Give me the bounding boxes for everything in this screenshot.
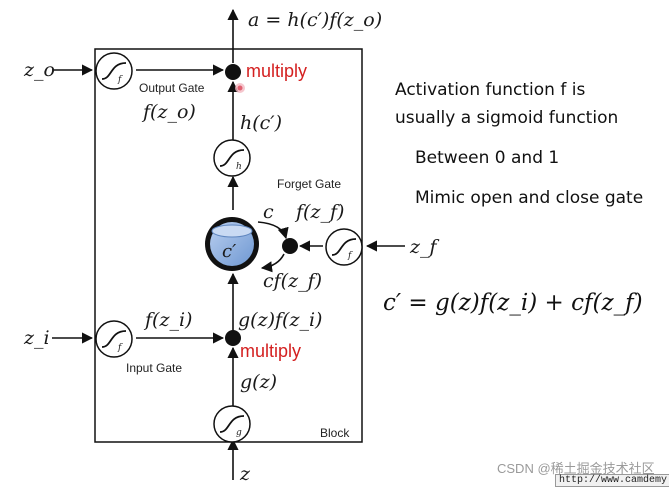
output-multiply-node [225, 64, 241, 80]
sigmoid-icon [219, 149, 245, 167]
url-watermark: http://www.camdemy.com [555, 474, 669, 487]
g-activation: g [213, 405, 251, 443]
cf-loop-arrow [260, 253, 285, 273]
activation-glyph: f [117, 343, 123, 353]
zo-label: z_o [23, 59, 55, 81]
zf-label: z_f [409, 236, 440, 258]
f-zf-label: f(z_f) [294, 201, 344, 223]
cell-label: c′ [222, 241, 236, 262]
cursor-dot [237, 85, 243, 91]
h-activation: h [213, 139, 251, 177]
output-gate-label: Output Gate [139, 81, 205, 95]
memory-cell-top [211, 224, 253, 238]
activation-glyph: f [117, 75, 123, 85]
cell-update-formula: c′ = g(z)f(z_i) + cf(z_f) [383, 290, 643, 316]
note-line-1: Activation function f is [395, 80, 586, 100]
activation-glyph: h [236, 162, 242, 172]
f-zi-label: f(z_i) [143, 309, 192, 331]
cf-zf-label: cf(z_f) [263, 270, 322, 292]
g-f-label: g(z)f(z_i) [238, 309, 322, 331]
sigmoid-icon [101, 330, 127, 348]
csdn-watermark: CSDN @稀土掘金技术社区 [497, 461, 655, 476]
output-gate-activation: f [95, 52, 133, 90]
sigmoid-icon [331, 238, 357, 256]
note-line-3: Between 0 and 1 [415, 148, 560, 168]
note-line-2: usually a sigmoid function [395, 108, 619, 128]
h-c-label: h(c′) [240, 112, 282, 134]
output-formula: a = h(c′)f(z_o) [248, 9, 382, 31]
g-z-label: g(z) [240, 371, 277, 393]
note-line-4: Mimic open and close gate [415, 188, 644, 208]
forget-gate-activation: f [325, 228, 363, 266]
sigmoid-icon [219, 415, 245, 433]
c-label: c [263, 201, 274, 223]
z-label: z [239, 463, 251, 485]
zi-label: z_i [23, 327, 50, 349]
input-multiply-node [225, 330, 241, 346]
forget-multiply-node [282, 238, 298, 254]
multiply-label-bottom: multiply [240, 341, 301, 361]
sigmoid-icon [101, 62, 127, 80]
input-gate-label: Input Gate [126, 361, 182, 375]
c-loop-arrow [257, 221, 289, 240]
multiply-label-top: multiply [246, 61, 307, 81]
f-zo-label: f(z_o) [141, 101, 196, 123]
block-label: Block [320, 426, 350, 440]
input-gate-activation: f [95, 320, 133, 358]
activation-glyph: f [347, 251, 353, 261]
activation-glyph: g [236, 428, 242, 438]
forget-gate-label: Forget Gate [277, 177, 341, 191]
